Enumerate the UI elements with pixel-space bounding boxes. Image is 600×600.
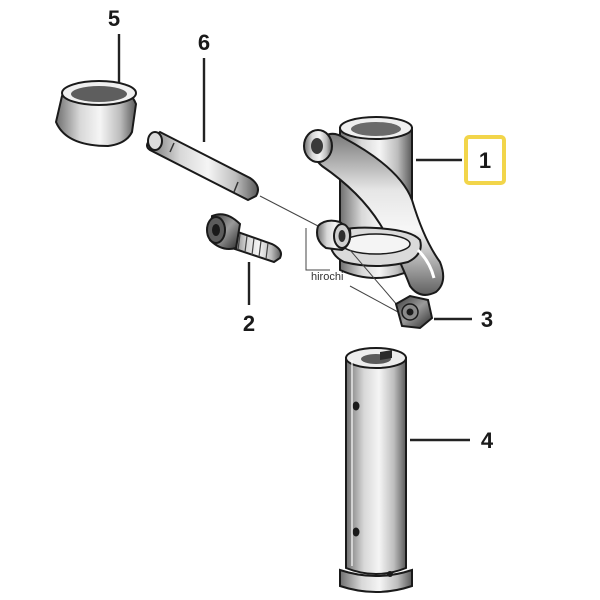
- part-4-cylindrical-pin: [339, 347, 413, 593]
- spacer-bushing: [316, 219, 352, 252]
- callout-number-1: 1: [479, 148, 491, 173]
- callout-number-2: 2: [243, 311, 255, 336]
- watermark-text: hirochi: [311, 271, 343, 283]
- callout-6: 6: [198, 30, 210, 142]
- callout-1-highlight-box: [464, 135, 506, 185]
- part-6-shaft-pin: [146, 130, 259, 202]
- assembly-guide-lines: [259, 195, 399, 313]
- callout-number-6: 6: [198, 30, 210, 55]
- part-2-socket-head-bolt: [206, 213, 282, 264]
- callout-1: 1: [416, 135, 506, 185]
- part-3-hex-nut: [394, 294, 434, 330]
- callout-4: 4: [410, 428, 494, 453]
- callout-number-4: 4: [481, 428, 494, 453]
- part-1-rocker-arm: [303, 116, 445, 296]
- callout-2: 2: [243, 262, 255, 336]
- part-5-sleeve-bushing: [54, 80, 138, 148]
- callout-number-3: 3: [481, 307, 493, 332]
- callout-number-5: 5: [108, 6, 120, 31]
- callout-3: 3: [434, 307, 493, 332]
- callout-5: 5: [108, 6, 121, 82]
